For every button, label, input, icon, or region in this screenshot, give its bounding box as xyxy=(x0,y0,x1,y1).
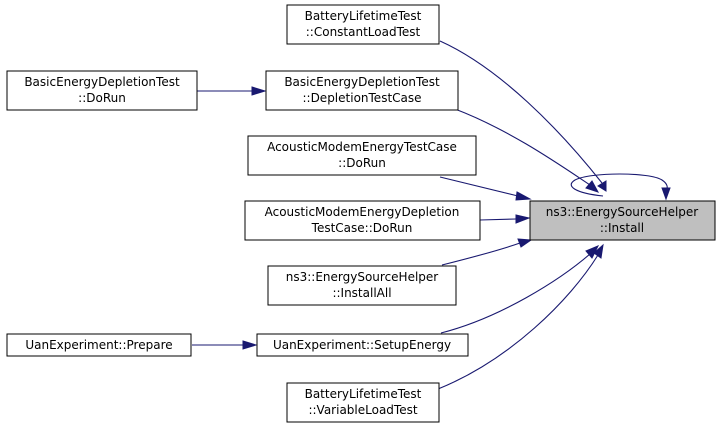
edge-depletion-to-install xyxy=(454,108,600,193)
node-battery-constant-load-test[interactable]: BatteryLifetimeTest ::ConstantLoadTest xyxy=(286,4,440,45)
node-label: ::ConstantLoadTest xyxy=(306,25,421,39)
edge-install-self-loop xyxy=(570,173,671,201)
node-label: ::InstallAll xyxy=(332,286,391,300)
node-label: BatteryLifetimeTest xyxy=(305,9,422,23)
node-uan-experiment-prepare[interactable]: UanExperiment::Prepare xyxy=(6,333,192,357)
node-label: ::DepletionTestCase xyxy=(302,91,421,105)
edge-constant-to-install xyxy=(439,40,607,192)
node-uan-experiment-setup-energy[interactable]: UanExperiment::SetupEnergy xyxy=(256,333,469,357)
node-label: UanExperiment::Prepare xyxy=(25,338,172,352)
edge-variable-to-install xyxy=(437,243,604,390)
edge-basic-dorun-to-depletion xyxy=(197,86,267,96)
node-label: BasicEnergyDepletionTest xyxy=(284,75,440,89)
node-energy-source-helper-install[interactable]: ns3::EnergySourceHelper ::Install xyxy=(529,200,716,241)
edge-acoustic-depletion-to-install xyxy=(479,214,531,224)
node-energy-source-helper-install-all[interactable]: ns3::EnergySourceHelper ::InstallAll xyxy=(267,265,457,306)
node-label: BatteryLifetimeTest xyxy=(305,387,422,401)
node-label: AcousticModemEnergyTestCase xyxy=(267,140,457,154)
node-label: ::DoRun xyxy=(78,91,126,105)
node-acoustic-modem-energy-test-case[interactable]: AcousticModemEnergyTestCase ::DoRun xyxy=(247,135,477,176)
node-basic-energy-depletion-test-case[interactable]: BasicEnergyDepletionTest ::DepletionTest… xyxy=(265,70,459,111)
node-label: BasicEnergyDepletionTest xyxy=(24,75,180,89)
node-label: AcousticModemEnergyDepletion xyxy=(265,205,460,219)
node-label: ::DoRun xyxy=(338,156,386,170)
edge-installall-to-install xyxy=(441,238,533,266)
node-label: TestCase::DoRun xyxy=(311,221,413,235)
node-label: ns3::EnergySourceHelper xyxy=(546,205,699,219)
node-label: UanExperiment::SetupEnergy xyxy=(273,338,451,352)
node-basic-energy-depletion-dorun[interactable]: BasicEnergyDepletionTest ::DoRun xyxy=(6,70,198,111)
edge-acoustic-test-to-install xyxy=(439,176,532,201)
node-label: ::Install xyxy=(600,221,644,235)
edge-prepare-to-setup xyxy=(192,340,258,350)
node-battery-variable-load-test[interactable]: BatteryLifetimeTest ::VariableLoadTest xyxy=(286,382,440,423)
node-label: ::VariableLoadTest xyxy=(308,403,417,417)
node-acoustic-modem-energy-depletion-test-case[interactable]: AcousticModemEnergyDepletion TestCase::D… xyxy=(244,200,481,241)
node-label: ns3::EnergySourceHelper xyxy=(286,270,439,284)
